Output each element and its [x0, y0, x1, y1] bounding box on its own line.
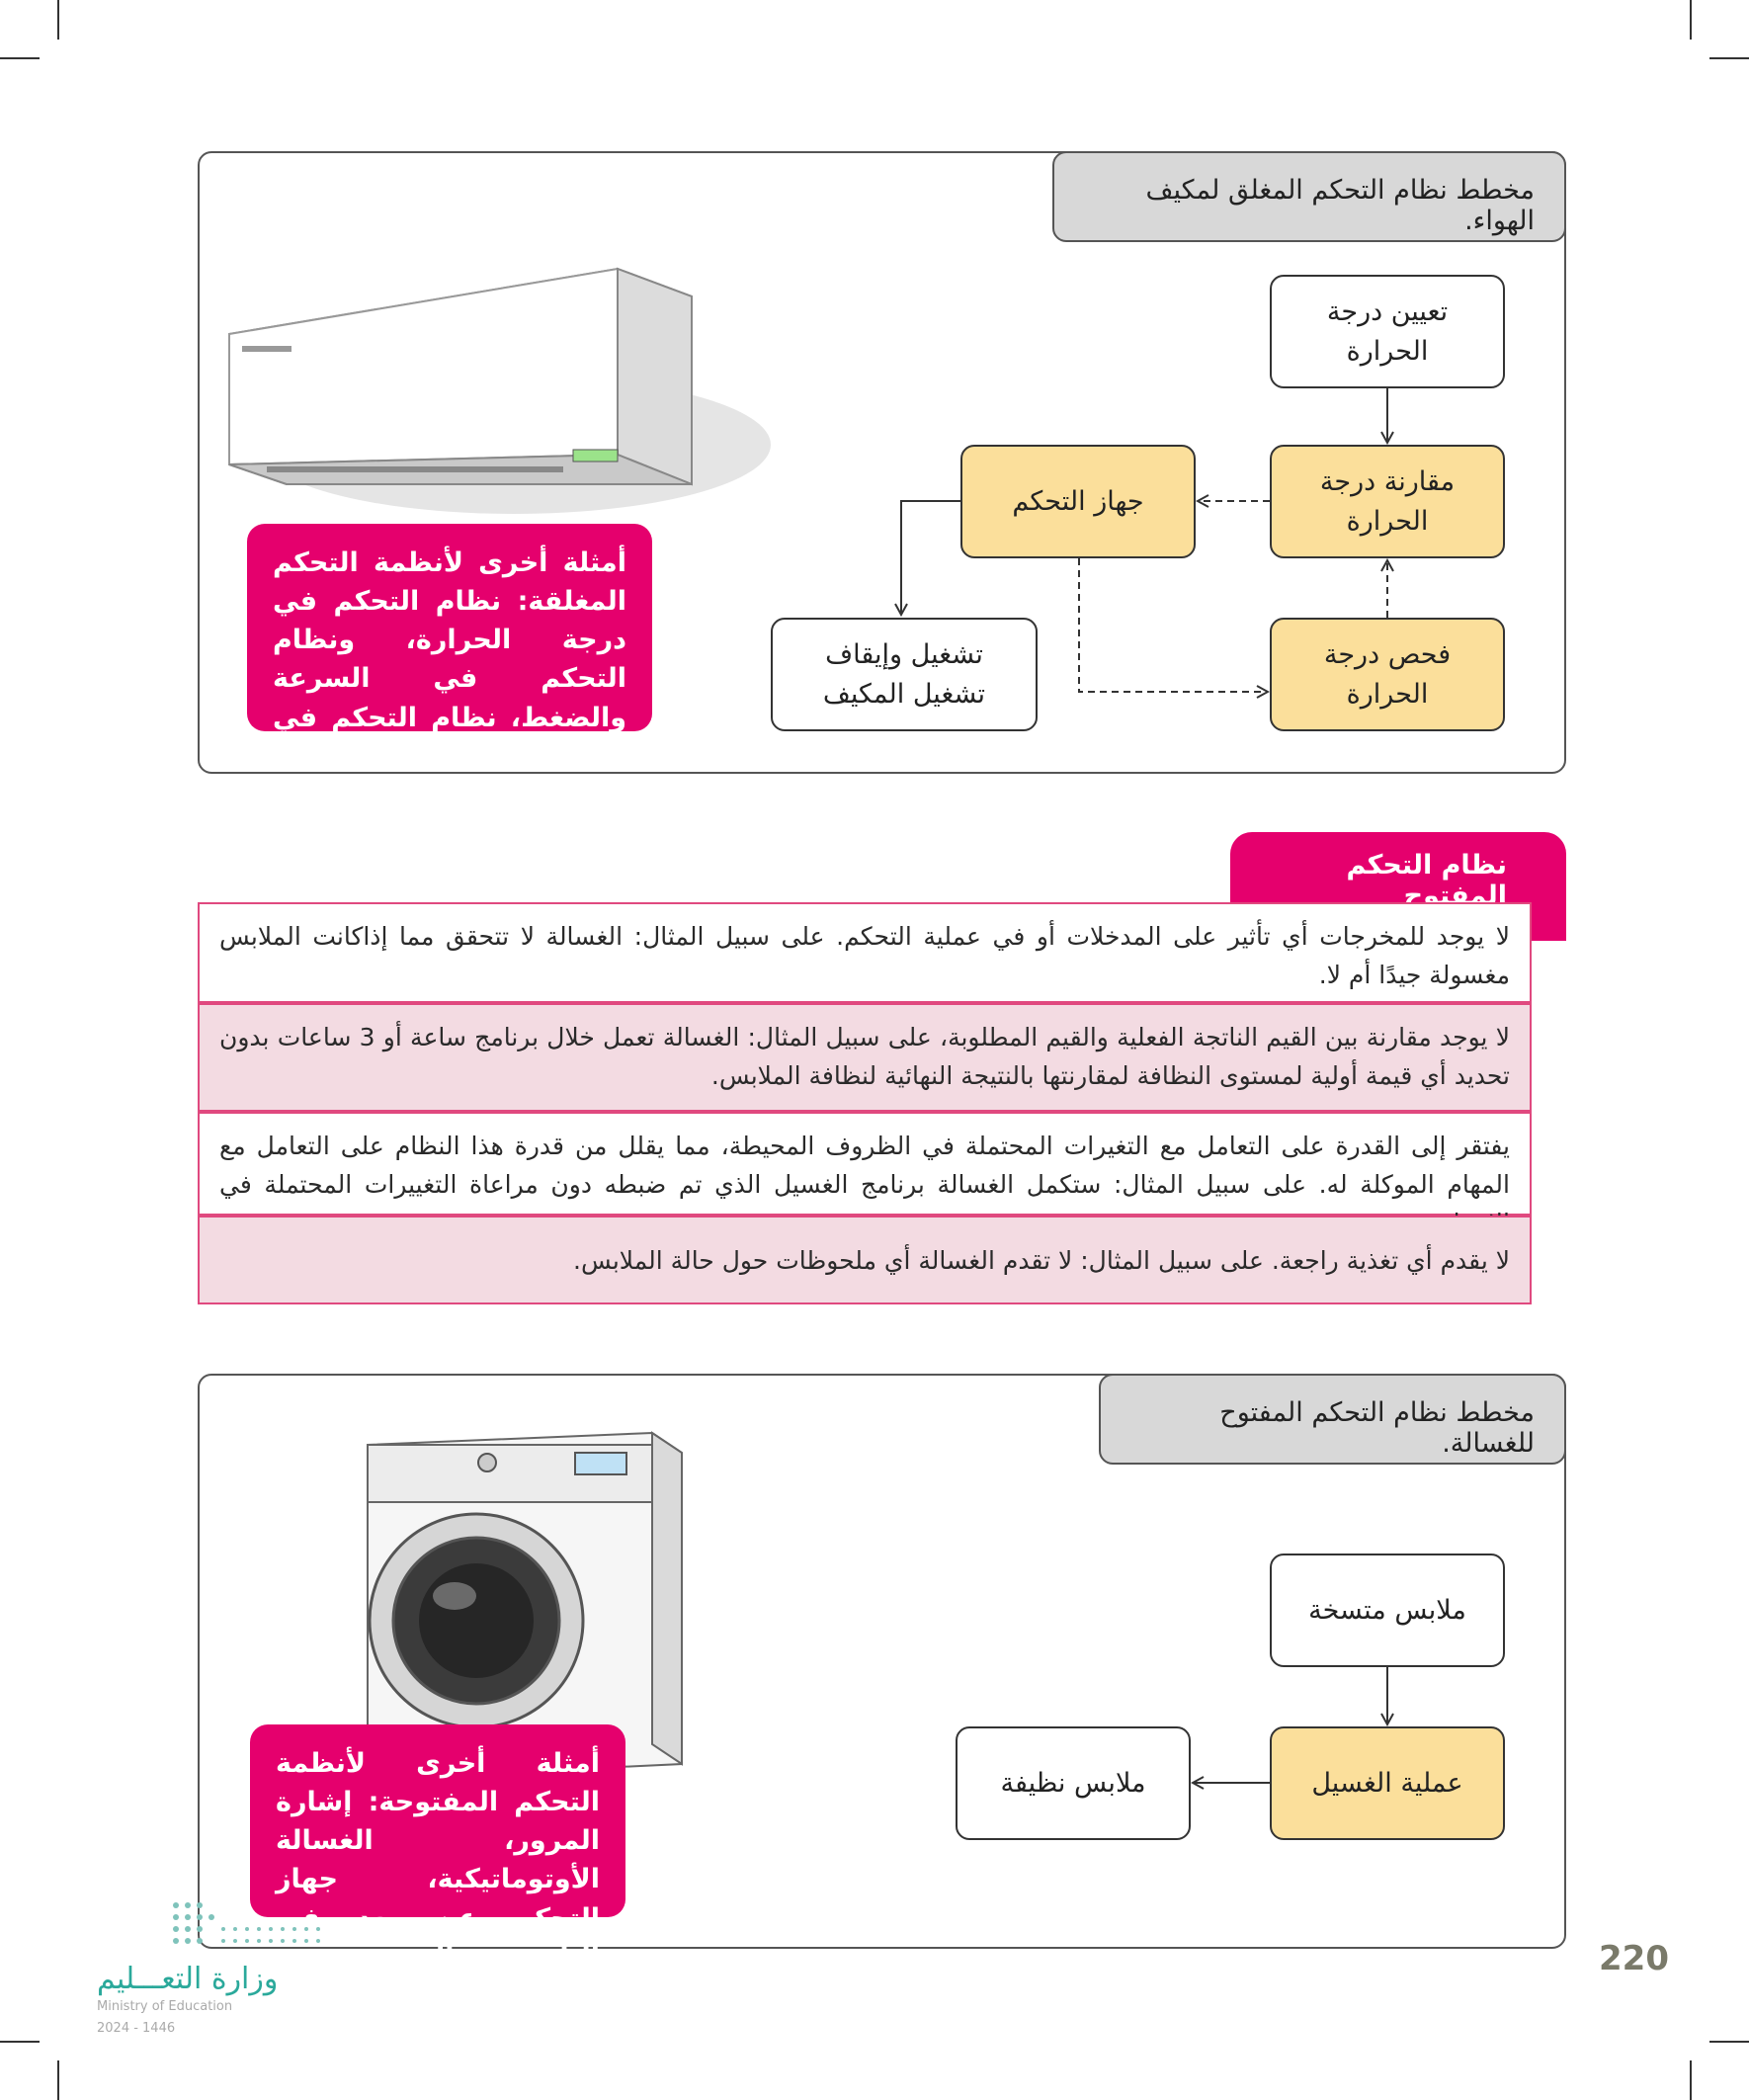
open-loop-examples-note: أمثلة أخرى لأنظمة التحكم المفتوحة: إشارة…	[250, 1724, 625, 1917]
open-loop-row-3: يفتقر إلى القدرة على التعامل مع التغيرات…	[198, 1112, 1532, 1216]
open-loop-row-1: لا يوجد للمخرجات أي تأثير على المدخلات أ…	[198, 902, 1532, 1003]
set-temperature-node: تعيين درجة الحرارة	[1270, 275, 1505, 388]
ministry-name-english: Ministry of Education	[97, 1999, 232, 2014]
check-temperature-node: فحص درجة الحرارة	[1270, 618, 1505, 731]
open-loop-title: مخطط نظام التحكم المفتوح للغسالة.	[1099, 1374, 1566, 1465]
page-number: 220	[1599, 1939, 1669, 1978]
compare-temperature-node: مقارنة درجة الحرارة	[1270, 445, 1505, 558]
crop-mark	[57, 2060, 59, 2100]
dirty-clothes-node: ملابس متسخة	[1270, 1554, 1505, 1667]
closed-loop-examples-note: أمثلة أخرى لأنظمة التحكم المغلقة: نظام ا…	[247, 524, 652, 731]
controller-node: جهاز التحكم	[960, 445, 1196, 558]
crop-mark	[0, 2041, 40, 2043]
open-loop-row-2: لا يوجد مقارنة بين القيم الناتجة الفعلية…	[198, 1003, 1532, 1112]
ac-on-off-node: تشغيل وإيقاف تشغيل المكيف	[771, 618, 1038, 731]
crop-mark	[1690, 0, 1692, 40]
crop-mark	[1709, 2041, 1749, 2043]
crop-mark	[0, 57, 40, 59]
crop-mark	[57, 0, 59, 40]
open-loop-row-4: لا يقدم أي تغذية راجعة. على سبيل المثال:…	[198, 1216, 1532, 1304]
washing-process-node: عملية الغسيل	[1270, 1726, 1505, 1840]
ministry-name-arabic: وزارة التعـــليم	[97, 1962, 278, 1996]
clean-clothes-node: ملابس نظيفة	[956, 1726, 1191, 1840]
closed-loop-title: مخطط نظام التحكم المغلق لمكيف الهواء.	[1052, 151, 1566, 242]
crop-mark	[1690, 2060, 1692, 2100]
crop-mark	[1709, 57, 1749, 59]
edition-year: 2024 - 1446	[97, 2021, 175, 2036]
